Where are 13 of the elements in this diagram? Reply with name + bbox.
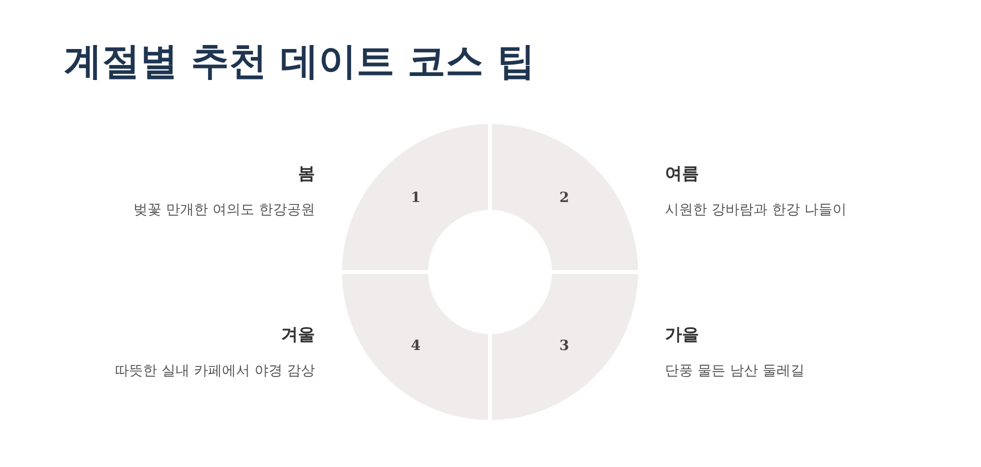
season-description: 벚꽃 만개한 여의도 한강공원 xyxy=(132,201,315,219)
season-description: 시원한 강바람과 한강 나들이 xyxy=(665,201,848,219)
step-number: 1 xyxy=(410,190,421,206)
season-heading: 가을 xyxy=(665,324,700,346)
season-heading: 겨울 xyxy=(280,324,315,346)
season-description: 따뜻한 실내 카페에서 야경 감상 xyxy=(114,362,315,380)
title: 계절별 추천 데이트 코스 팁 xyxy=(64,38,535,85)
step-number: 2 xyxy=(559,190,570,206)
season-description: 단풍 물든 남산 둘레길 xyxy=(665,362,806,380)
season-heading: 봄 xyxy=(297,163,315,185)
step-number: 4 xyxy=(410,338,421,354)
step-number: 3 xyxy=(559,338,570,354)
season-heading: 여름 xyxy=(665,163,700,185)
